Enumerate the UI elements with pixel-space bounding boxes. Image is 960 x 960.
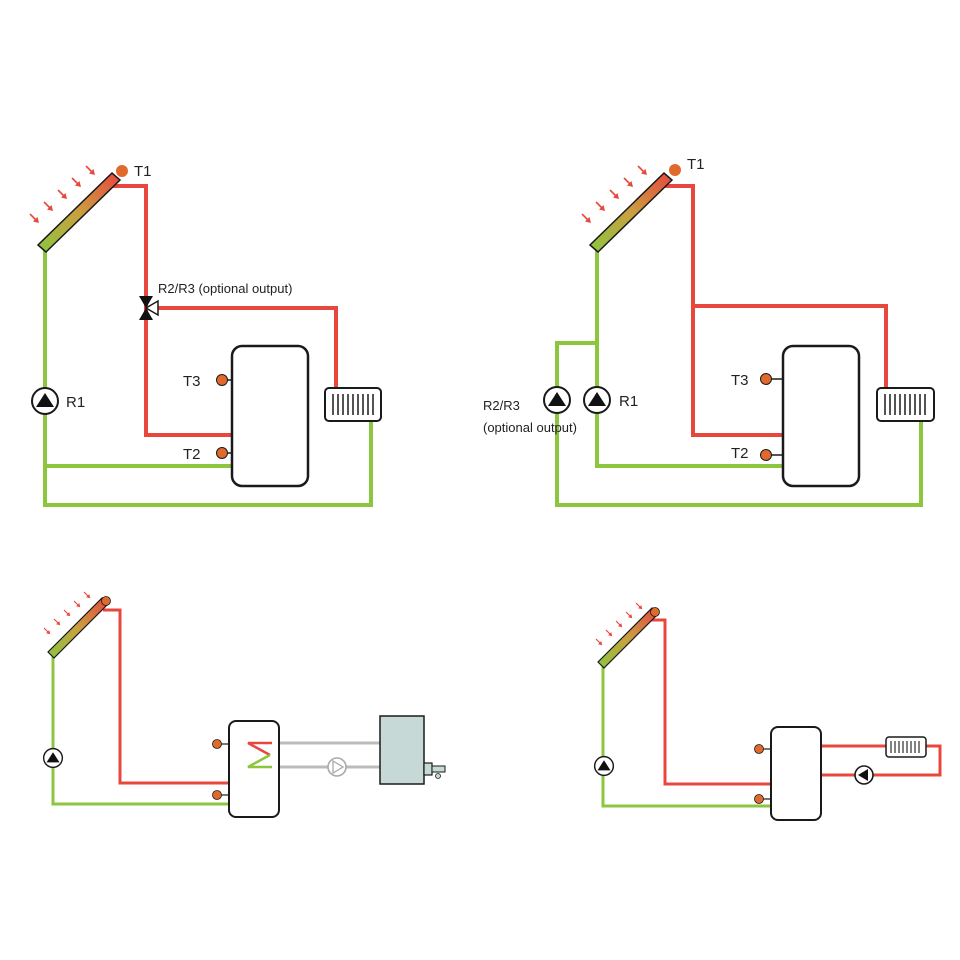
cold-return-pipes (601, 665, 771, 808)
solar-collector-icon (29, 165, 122, 254)
hot-flow-pipes (103, 608, 229, 785)
sensor-collector-icon (101, 596, 111, 606)
boiler-icon (379, 715, 446, 785)
pump-r1-label: R1 (619, 393, 638, 410)
pump-optional-icon (543, 386, 571, 414)
solar-collector-icon (581, 165, 674, 254)
sensor-t2-label: T2 (731, 445, 749, 462)
diagram-3 (42, 591, 446, 818)
sensor-t3-icon (216, 374, 232, 386)
sensor-collector-icon (650, 607, 660, 617)
pump-icon (42, 747, 64, 769)
sensor-t1-label: T1 (687, 156, 705, 173)
valve-output-label: R2/R3 (optional output) (158, 281, 292, 296)
pump-icon (593, 755, 615, 777)
solar-collector-icon (595, 602, 659, 669)
storage-tank (228, 720, 280, 818)
three-way-valve-icon (139, 296, 159, 320)
diagram-1: T1 R2/R3 (optional output) R1 T3 T2 (29, 163, 382, 507)
sensor-t3-label: T3 (731, 372, 749, 389)
sensor-top-icon (212, 739, 229, 749)
diagram-4 (593, 602, 942, 821)
cold-return-pipes (51, 655, 229, 806)
heat-exchanger-coil-icon (247, 741, 272, 769)
radiator-icon (885, 736, 927, 758)
hot-flow-pipes (664, 184, 888, 437)
sensor-bottom-icon (754, 794, 771, 804)
storage-tank (230, 344, 310, 488)
optional-pump-label-line1: R2/R3 (483, 398, 520, 413)
sensor-t1-icon (669, 164, 681, 176)
pump-r1-label: R1 (66, 394, 85, 411)
secondary-pump-icon (327, 757, 347, 777)
sensor-t3-icon (760, 373, 783, 385)
pump-r1-icon (583, 386, 611, 414)
hot-flow-pipes (651, 618, 942, 786)
storage-tank (770, 726, 822, 821)
diagram-2: T1 R1 R2/R3 (optional output) T3 T2 (483, 156, 935, 507)
sensor-bottom-icon (212, 790, 229, 800)
optional-pump-label-line2: (optional output) (483, 420, 577, 435)
storage-tank (781, 344, 861, 488)
cold-return-pipes (555, 250, 923, 507)
solar-collector-icon (43, 591, 109, 659)
sensor-t2-icon (760, 449, 783, 461)
heating-pump-icon (854, 765, 874, 785)
radiator-icon (324, 387, 382, 422)
cold-return-pipes (43, 250, 373, 507)
pump-r1-icon (31, 387, 59, 415)
radiator-icon (876, 387, 935, 422)
sensor-t1-label: T1 (134, 163, 152, 180)
sensor-top-icon (754, 744, 771, 754)
sensor-t1-icon (116, 165, 128, 177)
sensor-t3-label: T3 (183, 373, 201, 390)
sensor-t2-label: T2 (183, 446, 201, 463)
sensor-t2-icon (216, 447, 232, 459)
